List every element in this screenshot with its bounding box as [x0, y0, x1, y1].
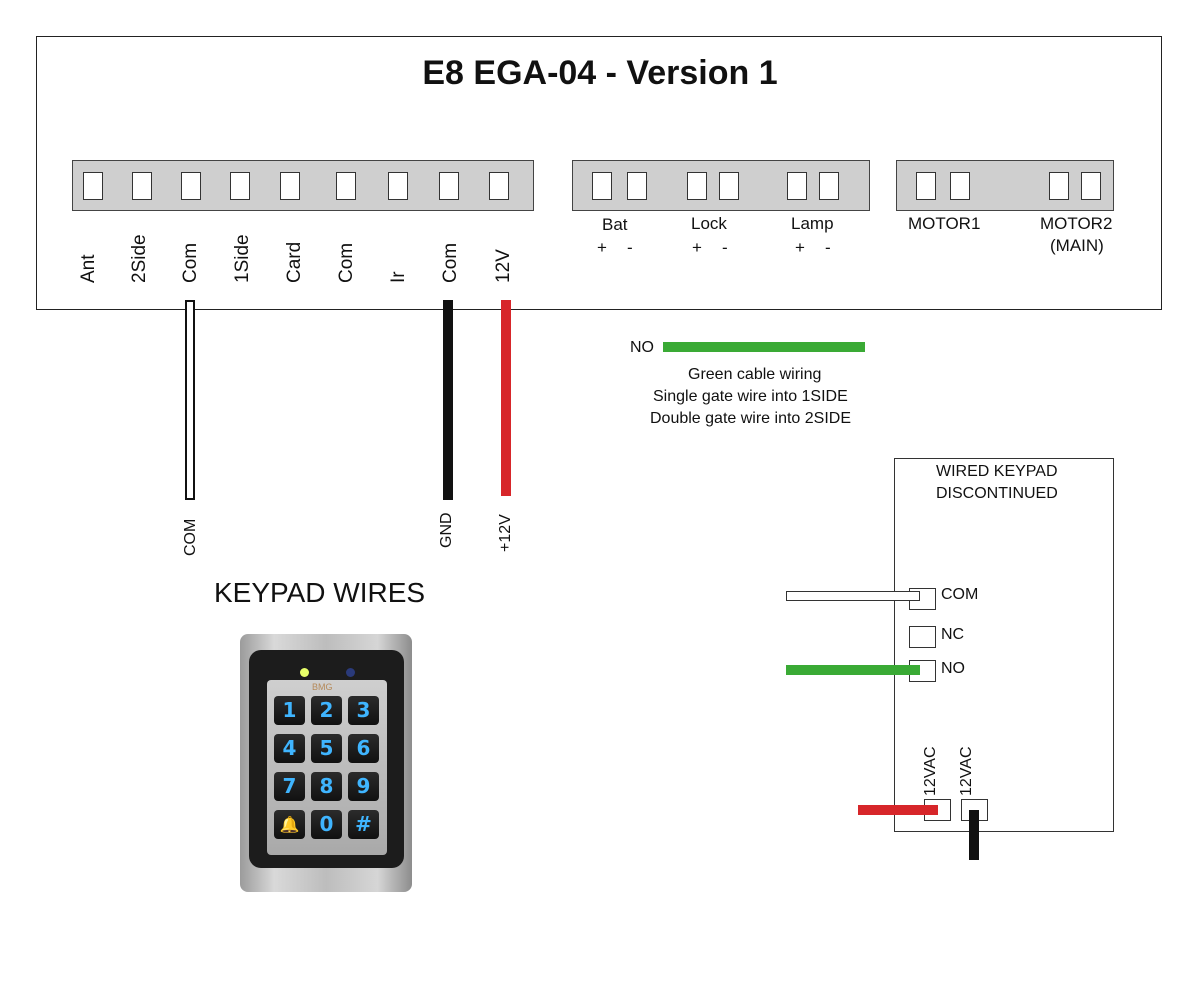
wired-black-ac-wire [969, 810, 979, 860]
keypad-plate: BMG 1 2 3 4 5 6 7 8 9 🔔 0 # [267, 680, 387, 855]
red-12v-wire [501, 300, 511, 496]
keypad-key-3: 3 [348, 696, 379, 725]
keypad-key-2: 2 [311, 696, 342, 725]
label-lamp-minus: - [825, 238, 831, 257]
black-gnd-wire [443, 300, 453, 500]
label-lock: Lock [691, 214, 727, 233]
label-lock-minus: - [722, 238, 728, 257]
keypad-key-bell: 🔔 [274, 810, 305, 839]
label-bat-plus: + [597, 238, 607, 257]
wired-label-12vac-2: 12VAC [958, 746, 975, 796]
keypad-led-blue [346, 668, 355, 677]
label-com-2: Com [336, 242, 357, 283]
label-motor1: MOTOR1 [908, 214, 981, 233]
terminal-lamp-minus [819, 172, 839, 200]
label-12v: 12V [493, 249, 514, 283]
keypad-photo: BMG 1 2 3 4 5 6 7 8 9 🔔 0 # [240, 634, 412, 892]
green-note-line1: Green cable wiring [688, 366, 822, 383]
terminal-com-1 [181, 172, 201, 200]
label-ir: Ir [388, 271, 409, 283]
terminal-lamp-plus [787, 172, 807, 200]
white-com-wire [185, 300, 195, 500]
terminal-12v [489, 172, 509, 200]
green-note-line3: Double gate wire into 2SIDE [650, 410, 851, 427]
label-bat: Bat [602, 215, 628, 234]
label-wire-com: COM [182, 518, 199, 556]
wired-label-nc: NC [941, 626, 965, 643]
wired-keypad-title-2: DISCONTINUED [936, 485, 1058, 502]
wired-label-no: NO [941, 660, 965, 677]
keypad-brand: BMG [312, 682, 333, 692]
wired-terminal-nc [909, 626, 936, 648]
label-com-1: Com [180, 242, 201, 283]
keypad-key-1: 1 [274, 696, 305, 725]
terminal-motor1-a [916, 172, 936, 200]
terminal-lock-plus [687, 172, 707, 200]
label-motor2-main: (MAIN) [1050, 236, 1104, 255]
terminal-ir [388, 172, 408, 200]
motor-terminal-strip [896, 160, 1114, 211]
wired-label-com: COM [941, 586, 979, 603]
terminal-card [280, 172, 300, 200]
label-com-3: Com [440, 242, 461, 283]
terminal-motor1-b [950, 172, 970, 200]
terminal-com-3 [439, 172, 459, 200]
label-lamp: Lamp [791, 214, 834, 233]
diagram-title: E8 EGA-04 - Version 1 [422, 54, 778, 92]
keypad-key-hash: # [348, 810, 379, 839]
terminal-ant [83, 172, 103, 200]
wired-green-no-wire [786, 665, 920, 675]
keypad-key-6: 6 [348, 734, 379, 763]
label-ant: Ant [78, 254, 99, 283]
wired-white-com-wire [786, 591, 920, 601]
keypad-key-0: 0 [311, 810, 342, 839]
wired-label-12vac-1: 12VAC [922, 746, 939, 796]
terminal-bat-plus [592, 172, 612, 200]
label-wire-12v: +12V [497, 514, 514, 552]
terminal-2side [132, 172, 152, 200]
keypad-key-8: 8 [311, 772, 342, 801]
label-no-green: NO [630, 339, 654, 356]
keypad-bezel: BMG 1 2 3 4 5 6 7 8 9 🔔 0 # [249, 650, 404, 868]
label-bat-minus: - [627, 238, 633, 257]
label-lock-plus: + [692, 238, 702, 257]
keypad-section-title: KEYPAD WIRES [214, 577, 426, 608]
controller-board [36, 36, 1162, 310]
label-card: Card [284, 241, 305, 283]
label-lamp-plus: + [795, 238, 805, 257]
keypad-led-green [300, 668, 309, 677]
terminal-1side [230, 172, 250, 200]
keypad-key-4: 4 [274, 734, 305, 763]
terminal-bat-minus [627, 172, 647, 200]
keypad-key-9: 9 [348, 772, 379, 801]
label-1side: 1Side [232, 234, 253, 283]
terminal-com-2 [336, 172, 356, 200]
label-motor2: MOTOR2 [1040, 214, 1113, 233]
wired-keypad-box [894, 458, 1114, 832]
terminal-motor2-a [1049, 172, 1069, 200]
label-2side: 2Side [129, 234, 150, 283]
terminal-motor2-b [1081, 172, 1101, 200]
keypad-key-7: 7 [274, 772, 305, 801]
terminal-lock-minus [719, 172, 739, 200]
green-note-line2: Single gate wire into 1SIDE [653, 388, 848, 405]
keypad-key-5: 5 [311, 734, 342, 763]
green-no-wire [663, 342, 865, 352]
label-wire-gnd: GND [438, 512, 455, 548]
wired-keypad-title-1: WIRED KEYPAD [936, 463, 1058, 480]
wired-red-ac-wire [858, 805, 938, 815]
